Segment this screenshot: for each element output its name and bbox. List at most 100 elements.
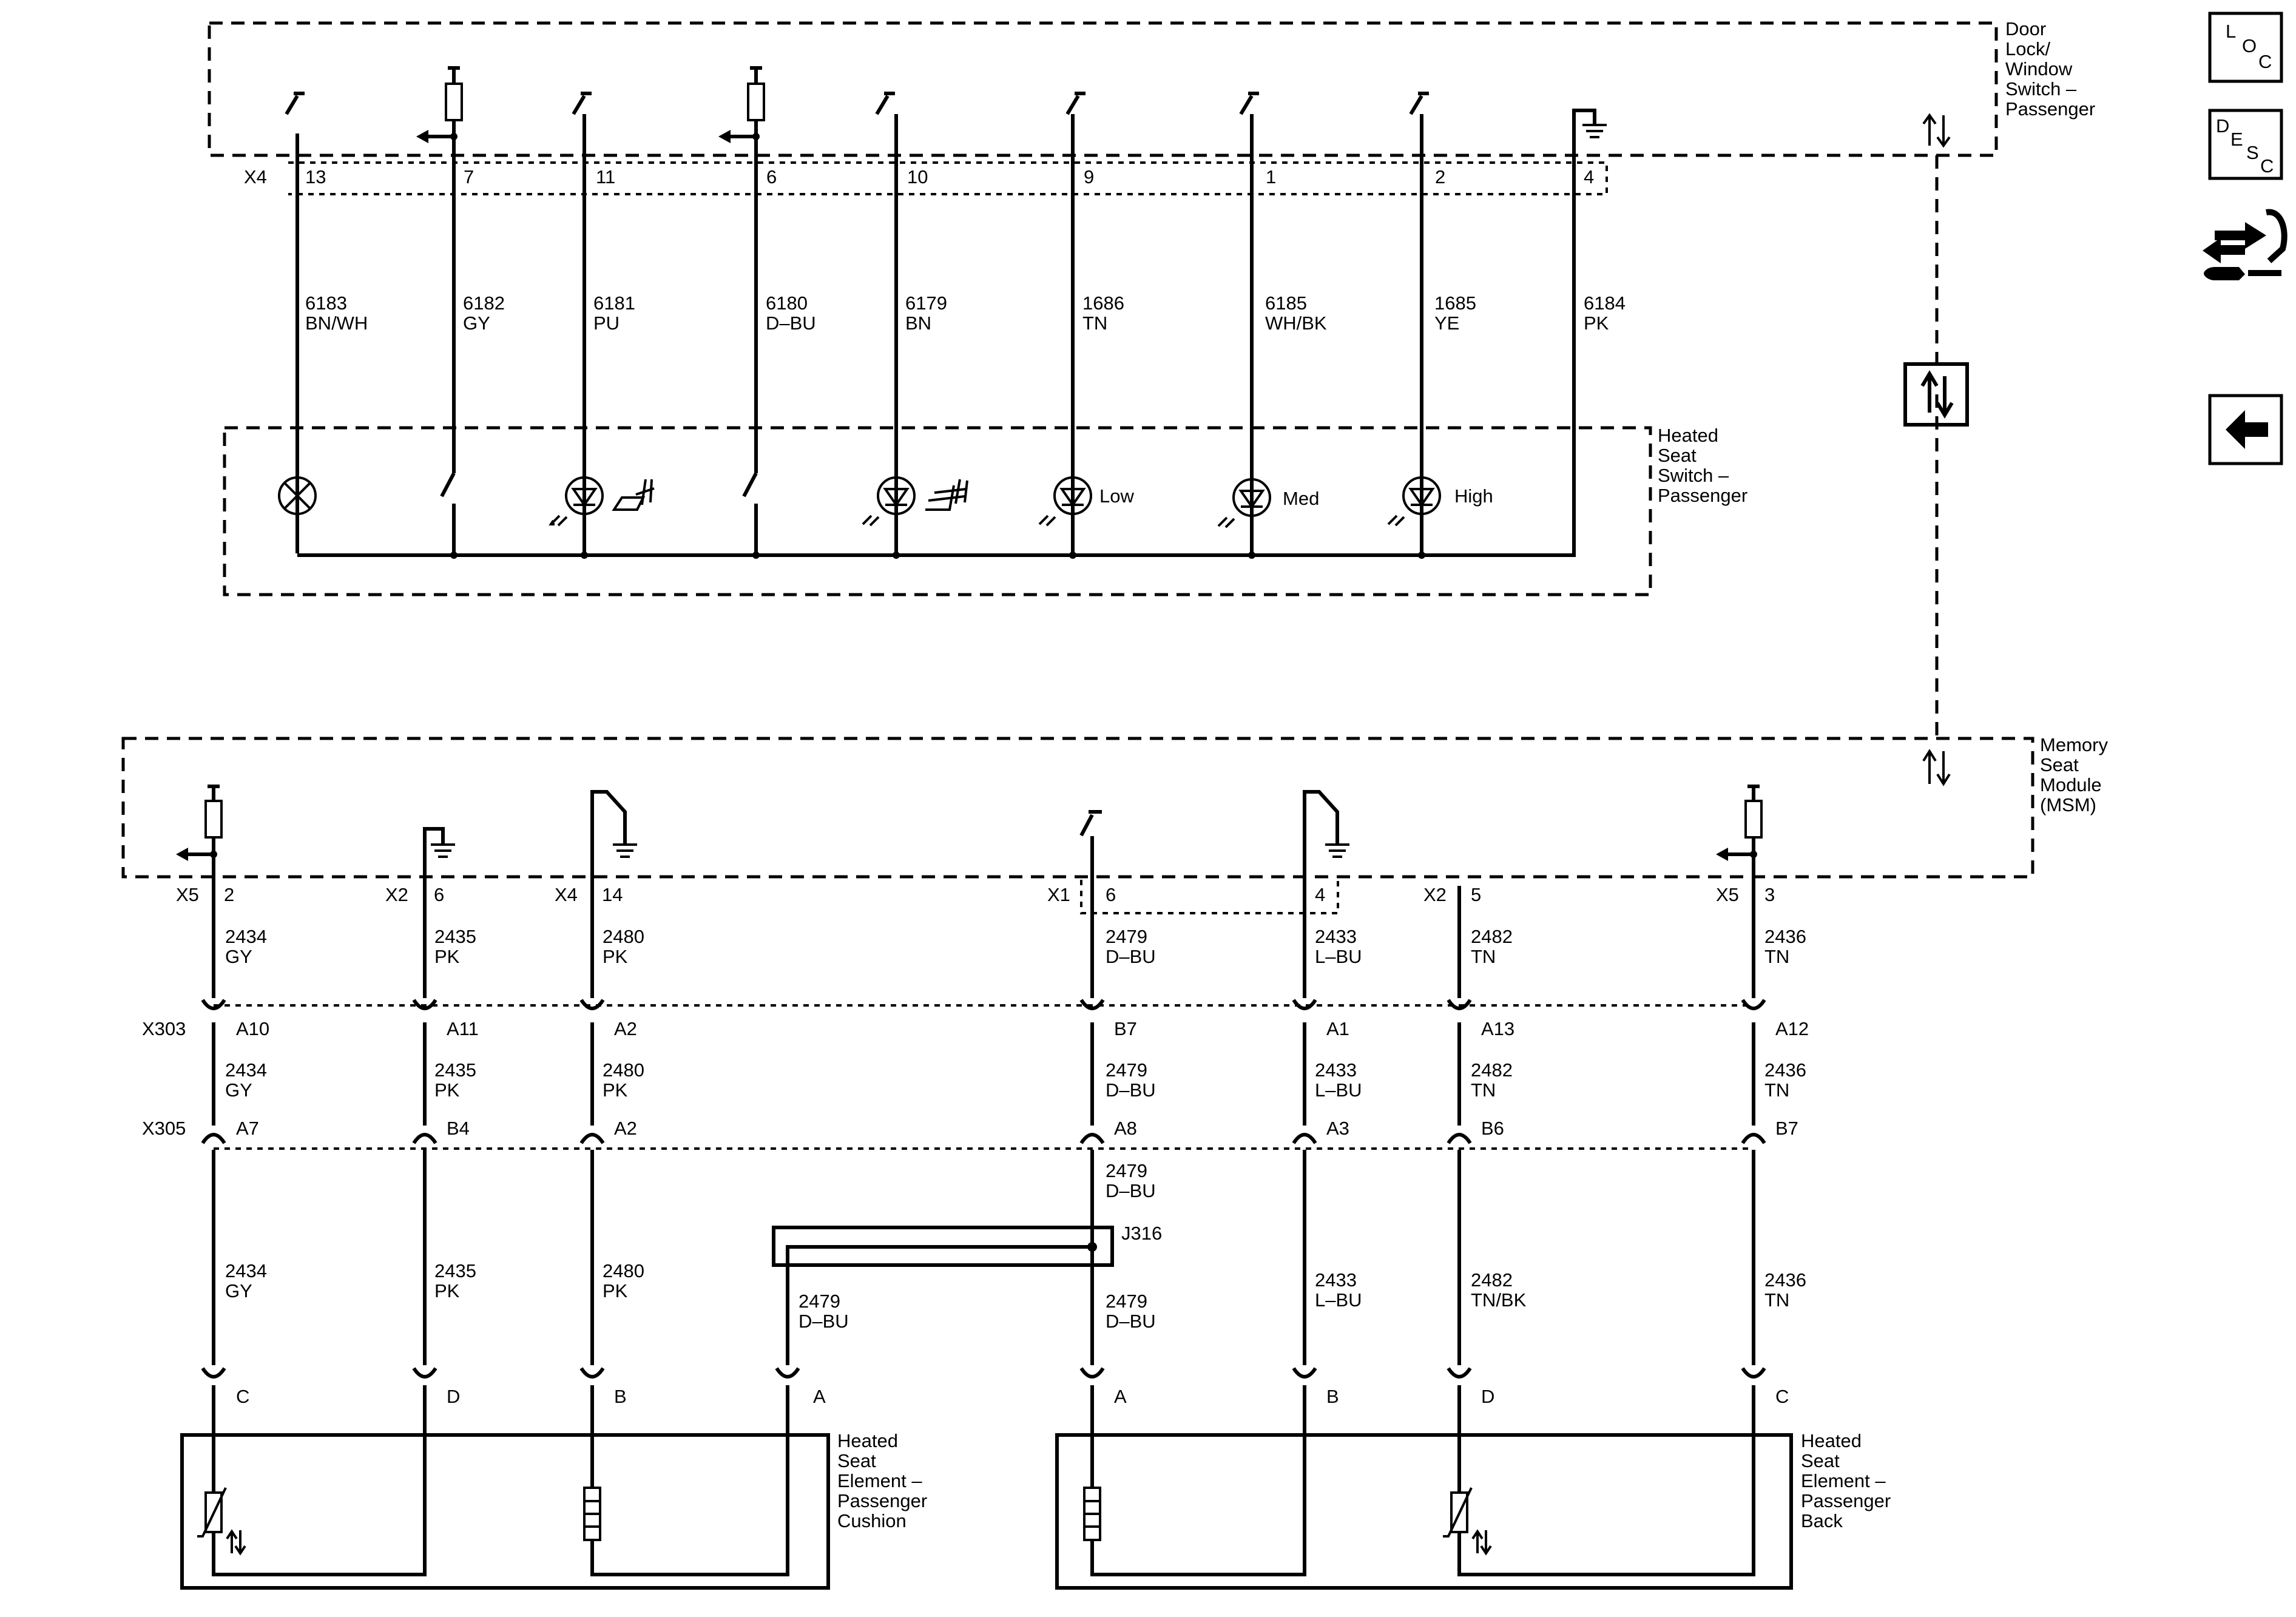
splice-pack-j316: J316 — [772, 1223, 1162, 1267]
loc-letter-l: L — [2226, 21, 2236, 42]
door-switch-label-4: Switch – — [2005, 78, 2077, 100]
wire-color: GY — [463, 312, 490, 334]
circuit-number: 6184 — [1584, 292, 1626, 314]
junction-dots — [450, 552, 1425, 559]
hss-label-4: Passenger — [1658, 485, 1747, 506]
door-switch-label-3: Window — [2005, 58, 2073, 79]
led-icon — [1217, 478, 1271, 528]
desc-letter-d: D — [2216, 115, 2229, 137]
wire-color: L–BU — [1315, 946, 1362, 967]
circuit-number: 2480 — [603, 926, 644, 947]
x305-label: X305 — [142, 1118, 186, 1139]
wire-color: PK — [434, 1079, 460, 1101]
back-label-4: Passenger — [1801, 1490, 1891, 1511]
wire-color: TN/BK — [1471, 1289, 1527, 1311]
pin-label: B7 — [1114, 1018, 1137, 1039]
wire-color: BN/WH — [305, 312, 368, 334]
data-link-box-icon — [1903, 362, 1969, 427]
wire-color: TN — [1764, 946, 1789, 967]
circuit-number: 2479 — [1106, 1291, 1147, 1312]
wire-color: PK — [1584, 312, 1609, 334]
cushion-label-1: Heated — [837, 1430, 898, 1451]
lower-circuit-labels: 2434 GY 2435 PK 2480 PK 2479 D–BU 2479 D… — [225, 1160, 1806, 1332]
back-button[interactable] — [2208, 394, 2283, 465]
high-indicator-label: High — [1454, 485, 1493, 507]
msm-label-2: Seat — [2040, 754, 2079, 775]
thermistor-icon — [1443, 1487, 1492, 1556]
circuit-number: 2435 — [434, 1059, 476, 1081]
wire-color: D–BU — [799, 1311, 849, 1332]
pin-label: 4 — [1584, 166, 1594, 187]
connector-repair-tool-icon[interactable] — [2203, 209, 2288, 280]
pin-label: 6 — [434, 884, 444, 905]
wire-color: TN — [1764, 1289, 1789, 1311]
ground-icon — [590, 790, 637, 886]
pin-label: 10 — [907, 166, 928, 187]
wire-color: BN — [905, 312, 931, 334]
msm-pullup-x5-3 — [1716, 785, 1763, 861]
pin-label: 7 — [464, 166, 474, 187]
serial-data-arrows-icon — [1922, 749, 1951, 786]
wire-color: TN — [1082, 312, 1107, 334]
connector-label: X5 — [176, 884, 199, 905]
wire-color: D–BU — [1106, 946, 1156, 967]
momentary-switch-icons — [440, 472, 758, 555]
circuit-number: 6182 — [463, 292, 505, 314]
wire-color: PK — [434, 1280, 460, 1301]
connector-label: X5 — [1716, 884, 1739, 905]
pin-label: A11 — [447, 1018, 479, 1039]
thermistor-icon — [197, 1487, 246, 1556]
pin-label: 11 — [596, 166, 615, 187]
wire-color: D–BU — [1106, 1311, 1156, 1332]
led-icon — [1387, 476, 1441, 527]
circuit-number: 2479 — [799, 1291, 840, 1312]
wire-color: PK — [603, 1280, 628, 1301]
door-switch-label-1: Door — [2005, 18, 2046, 39]
pullup-resistor-pin7 — [416, 66, 463, 143]
pin-label: A — [1114, 1386, 1127, 1407]
msm-boundary — [121, 737, 2034, 879]
circuit-number: 2433 — [1315, 1269, 1357, 1291]
pin-label: A2 — [614, 1118, 637, 1139]
top-circuit-labels: 6183 BN/WH 6182 GY 6181 PU 6180 D–BU 617… — [305, 292, 1626, 334]
pin-label: A3 — [1326, 1118, 1349, 1139]
pin-label: B7 — [1775, 1118, 1798, 1139]
circuit-number: 2434 — [225, 1059, 267, 1081]
circuit-number: 1685 — [1434, 292, 1476, 314]
pin-label: A7 — [236, 1118, 259, 1139]
heated-seat-switch-boundary — [223, 426, 1652, 596]
description-button[interactable]: D E S C — [2208, 109, 2283, 180]
wire-color: D–BU — [1106, 1079, 1156, 1101]
ground-icon — [1572, 109, 1607, 170]
circuit-number: 2433 — [1315, 926, 1357, 947]
serial-data-arrows-icon — [1922, 113, 1951, 148]
top-wires — [295, 114, 1576, 557]
back-label-5: Back — [1801, 1510, 1843, 1531]
msm-label-3: Module — [2040, 774, 2102, 795]
pin-label: 5 — [1471, 884, 1481, 905]
x4-connector-strip — [288, 161, 1608, 195]
pin-label: 4 — [1315, 884, 1325, 905]
pin-label: A13 — [1481, 1018, 1514, 1039]
hss-label-3: Switch – — [1658, 465, 1729, 486]
circuit-number: 6180 — [766, 292, 808, 314]
seat-back-heat-icon — [925, 479, 968, 511]
pin-label: 6 — [766, 166, 777, 187]
pin-label: 13 — [305, 166, 326, 187]
msm-circuit-labels: 2434 GY 2435 PK 2480 PK 2479 D–BU 2433 L… — [225, 926, 1806, 967]
serial-data-link — [1903, 155, 1969, 737]
circuit-number: 2479 — [1106, 1160, 1147, 1181]
connector-label: X2 — [385, 884, 408, 905]
wire-color: L–BU — [1315, 1079, 1362, 1101]
heating-element-icon — [1083, 1487, 1101, 1541]
pin-label: 2 — [1435, 166, 1445, 187]
wire-color: PK — [434, 946, 460, 967]
pin-label: 9 — [1084, 166, 1094, 187]
msm-label-4: (MSM) — [2040, 794, 2096, 815]
led-icon — [862, 476, 916, 527]
pin-label: 1 — [1266, 166, 1276, 187]
circuit-number: 2434 — [225, 1260, 267, 1281]
wire-color: L–BU — [1315, 1289, 1362, 1311]
location-button[interactable]: L O C — [2208, 12, 2283, 83]
wire-color: D–BU — [1106, 1180, 1156, 1201]
